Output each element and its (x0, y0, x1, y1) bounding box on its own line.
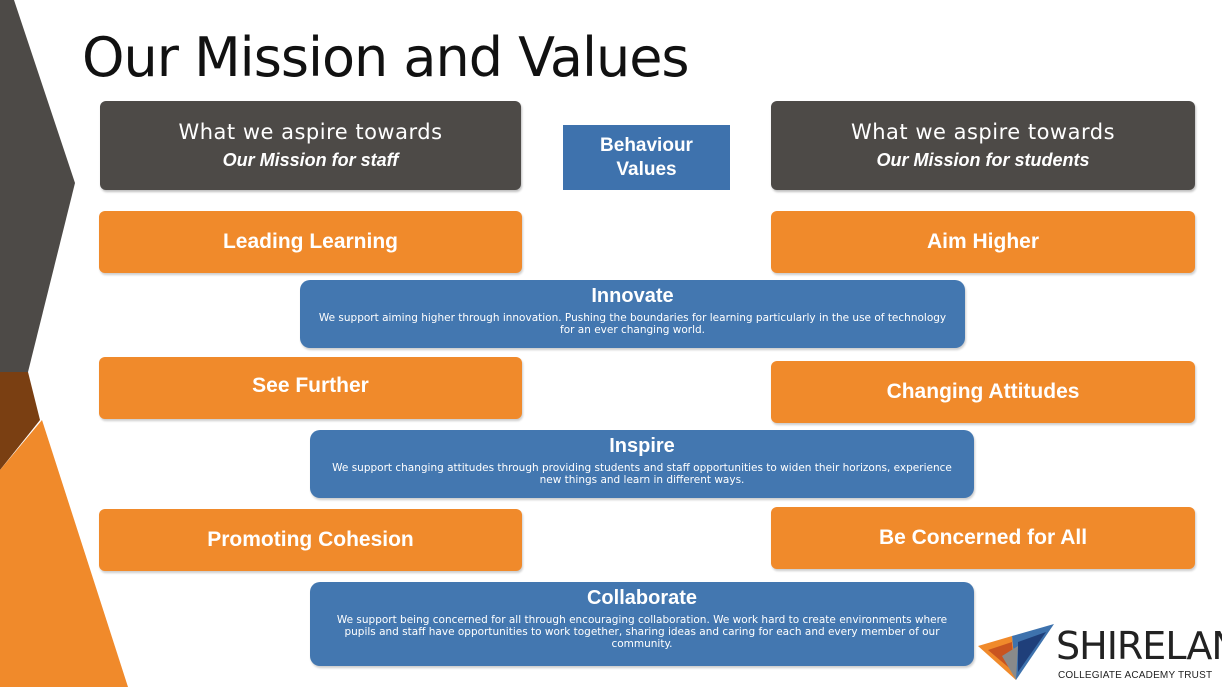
student-mission-box: Aim Higher (771, 211, 1195, 273)
orange-triangle-shape (0, 420, 128, 687)
student-mission-label: Be Concerned for All (878, 526, 1088, 549)
student-mission-label: Aim Higher (926, 230, 1039, 253)
behaviour-values-box: Behaviour Values (563, 125, 730, 190)
shireland-logo-mark (978, 624, 1054, 680)
staff-mission-box: See Further (99, 357, 522, 419)
value-name: Innovate (591, 285, 674, 307)
grey-chevron-shape (0, 0, 75, 372)
value-box-innovate: Innovate We support aiming higher throug… (300, 280, 965, 348)
student-aspire-heading: What we aspire towards (850, 120, 1116, 144)
staff-aspire-heading: What we aspire towards (178, 120, 443, 144)
value-name: Inspire (609, 435, 675, 457)
value-description: We support aiming higher through innovat… (318, 312, 947, 336)
value-box-inspire: Inspire We support changing attitudes th… (310, 430, 974, 498)
student-mission-label: Changing Attitudes (886, 380, 1080, 403)
behaviour-values-line1: Behaviour (600, 134, 693, 156)
staff-mission-box: Leading Learning (99, 211, 522, 273)
page-title: Our Mission and Values (82, 26, 690, 89)
value-name: Collaborate (586, 587, 698, 609)
behaviour-values-line2: Values (616, 158, 677, 180)
value-box-collaborate: Collaborate We support being concerned f… (310, 582, 974, 666)
staff-mission-subheading: Our Mission for staff (222, 150, 399, 170)
value-description: We support changing attitudes through pr… (332, 462, 952, 486)
logo-name: SHIRELAND (1056, 624, 1222, 668)
shireland-logo: SHIRELAND COLLEGIATE ACADEMY TRUST (978, 624, 1222, 686)
student-mission-box: Changing Attitudes (771, 361, 1195, 423)
left-decoration (0, 0, 128, 687)
staff-mission-label: Leading Learning (222, 230, 398, 253)
brown-triangle-shape (0, 372, 40, 470)
staff-mission-header: What we aspire towards Our Mission for s… (100, 101, 521, 190)
staff-mission-label: Promoting Cohesion (207, 528, 414, 551)
value-description: We support being concerned for all throu… (336, 614, 948, 650)
student-mission-header: What we aspire towards Our Mission for s… (771, 101, 1195, 190)
logo-subtitle: COLLEGIATE ACADEMY TRUST (1058, 670, 1213, 681)
staff-mission-box: Promoting Cohesion (99, 509, 522, 571)
student-mission-box: Be Concerned for All (771, 507, 1195, 569)
student-mission-subheading: Our Mission for students (876, 150, 1090, 170)
staff-mission-label: See Further (252, 374, 369, 397)
